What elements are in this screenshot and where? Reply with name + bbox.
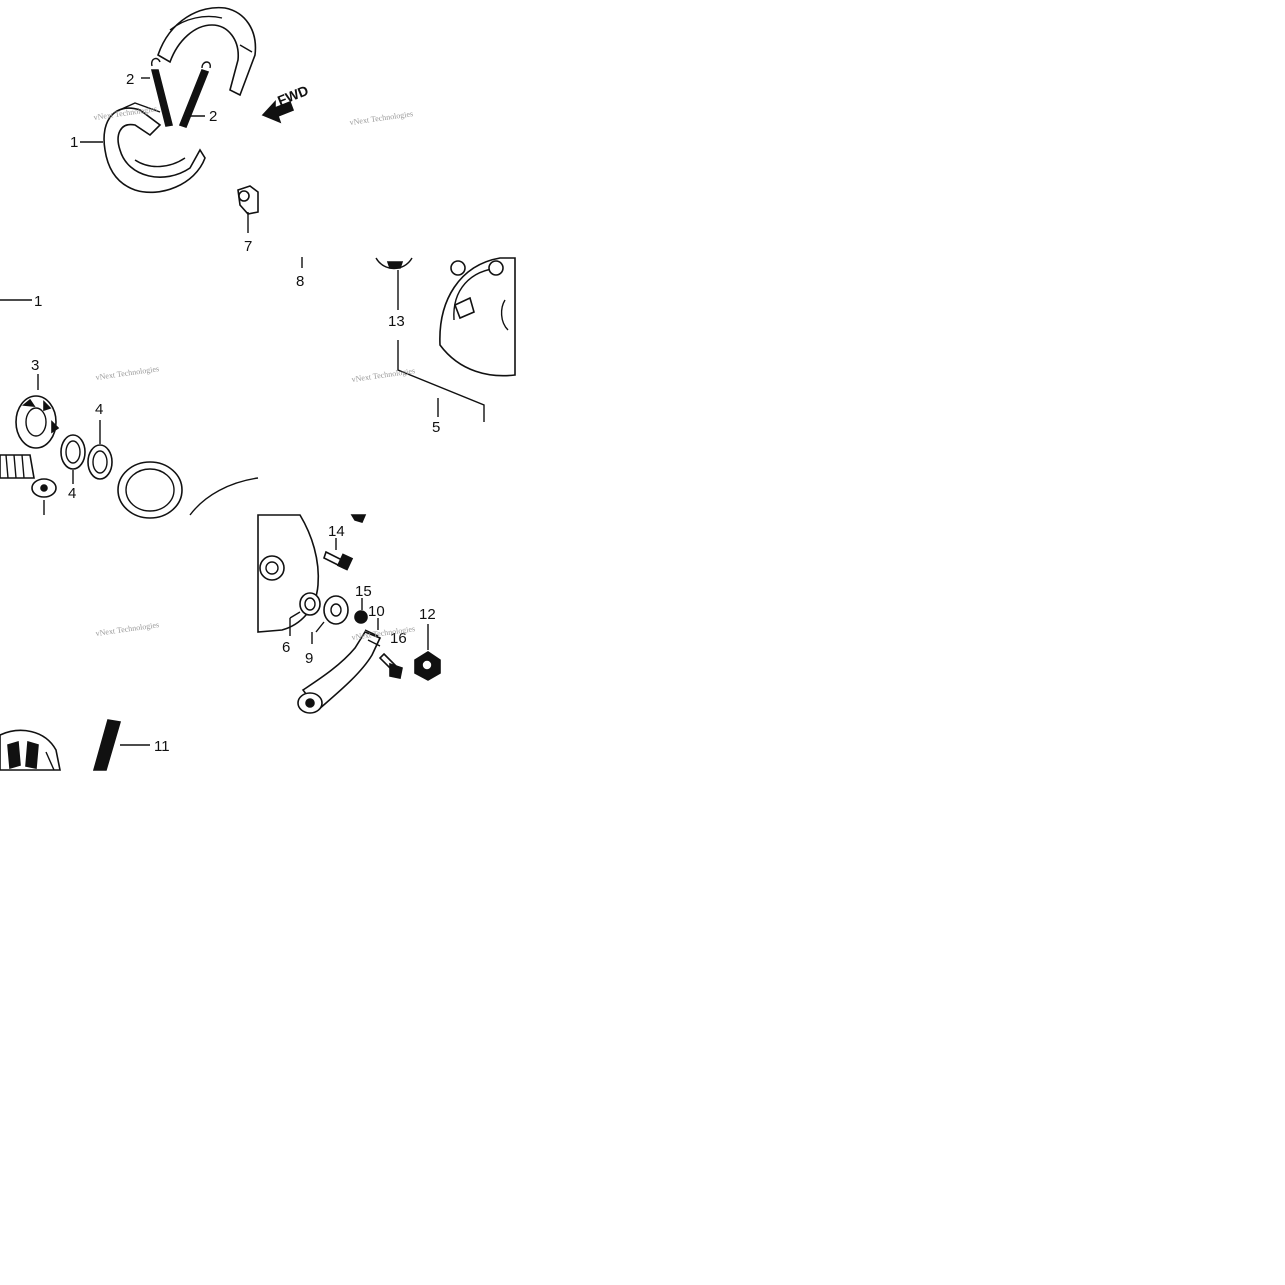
callout-3: 3: [31, 357, 39, 374]
brake-shoe-assembly: [103, 6, 257, 194]
washers: 4 4: [60, 401, 113, 502]
brake-cam: [237, 185, 259, 215]
nut-15: 15: [354, 583, 372, 624]
indicator-plate-9: 9: [305, 595, 349, 667]
callout-4-lower: 4: [68, 485, 76, 502]
gear-and-axle: 3: [0, 357, 60, 515]
fwd-arrow: FWD: [261, 82, 311, 124]
callout-10: 10: [368, 603, 385, 620]
watermark: vNext Technologies: [95, 620, 160, 638]
callout-16: 16: [390, 630, 407, 647]
hub-fragment: [0, 729, 61, 771]
watermark: vNext Technologies: [95, 364, 160, 382]
callout-7: 7: [244, 238, 252, 255]
bolt-14: 14: [323, 523, 354, 571]
callout-9: 9: [305, 650, 313, 667]
brake-arm-10: 10: [297, 603, 385, 714]
callout-12: 12: [419, 606, 436, 623]
callout-6: 6: [282, 639, 290, 656]
spring-11: 11: [92, 719, 170, 771]
callout-14: 14: [328, 523, 345, 540]
callout-1-top: 1: [70, 134, 78, 151]
callout-15: 15: [355, 583, 372, 600]
nut-12: 12: [414, 606, 441, 681]
fwd-label: FWD: [275, 82, 311, 109]
callout-1-mid: 1: [34, 293, 42, 310]
brake-panel: [375, 257, 516, 377]
callout-13: 13: [388, 313, 405, 330]
watermark: vNext Technologies: [349, 109, 414, 127]
bolt-16: 16: [378, 630, 407, 679]
watermark: vNext Technologies: [351, 366, 416, 384]
callout-11: 11: [154, 738, 170, 755]
washer-6: 6: [282, 592, 321, 656]
callout-8: 8: [296, 273, 304, 290]
callout-5: 5: [432, 419, 440, 436]
callout-2-left: 2: [126, 71, 134, 88]
dust-seal: [117, 461, 259, 519]
callout-4-upper: 4: [95, 401, 103, 418]
callout-2-right: 2: [209, 108, 217, 125]
